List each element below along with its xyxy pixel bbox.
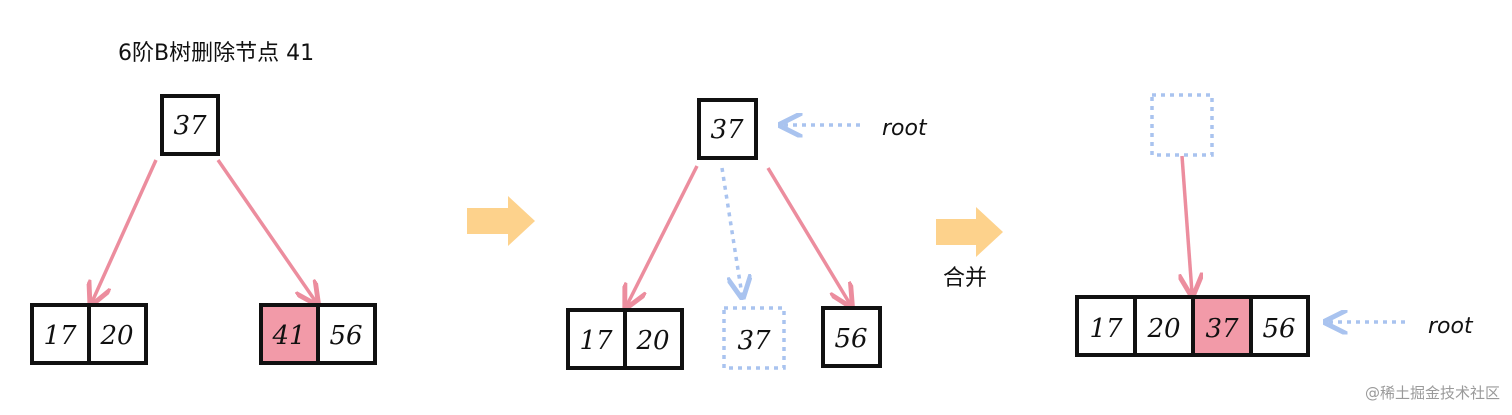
stage2-right-node (821, 306, 882, 368)
stage1-left-key-2: 20 (99, 321, 133, 351)
stage1-right-key-1: 41 (271, 321, 305, 351)
stage2-edge-right (766, 167, 850, 304)
flow-arrow-1 (467, 196, 535, 246)
merge-label: 合并 (943, 266, 987, 291)
stage1-root-node (160, 94, 220, 156)
stage3-key-4: 56 (1262, 314, 1295, 344)
stage1-left-key-1: 17 (43, 321, 77, 351)
stage2-root-key: 37 (710, 115, 744, 145)
stage2-root-label: root (882, 116, 928, 141)
stage-2-tree: 37 root 17 20 37 56 (566, 98, 928, 370)
stage3-key-2: 20 (1146, 314, 1180, 344)
stage3-root-label: root (1428, 314, 1474, 339)
stage2-edge-left (627, 165, 699, 305)
stage-1-tree: 37 17 20 41 56 (30, 94, 377, 365)
stage3-key-1: 17 (1089, 314, 1123, 344)
stage1-root-key: 37 (173, 111, 207, 141)
stage2-left-key-2: 20 (635, 326, 669, 356)
stage-3-tree: 17 20 37 56 root (1075, 93, 1474, 357)
stage3-key-3: 37 (1205, 314, 1239, 344)
stage2-middle-node (722, 306, 786, 370)
watermark: @稀土掘金技术社区 (1365, 384, 1500, 402)
stage1-edge-left (92, 159, 158, 302)
stage1-right-highlight-cell (261, 305, 318, 363)
stage2-middle-key: 37 (737, 326, 771, 356)
stage2-root-node (697, 98, 758, 160)
flow-arrow-2 (936, 207, 1003, 257)
stage3-highlight-cell (1193, 297, 1251, 355)
stage2-edge-middle (720, 167, 742, 295)
stage1-edge-right (216, 159, 316, 302)
stage2-right-key: 56 (834, 324, 867, 354)
diagram-title: 6阶B树删除节点 41 (118, 41, 314, 66)
stage3-edge (1182, 155, 1192, 293)
stage1-right-key-2: 56 (329, 321, 362, 351)
stage3-empty-root (1150, 93, 1214, 157)
stage2-left-key-1: 17 (579, 326, 613, 356)
